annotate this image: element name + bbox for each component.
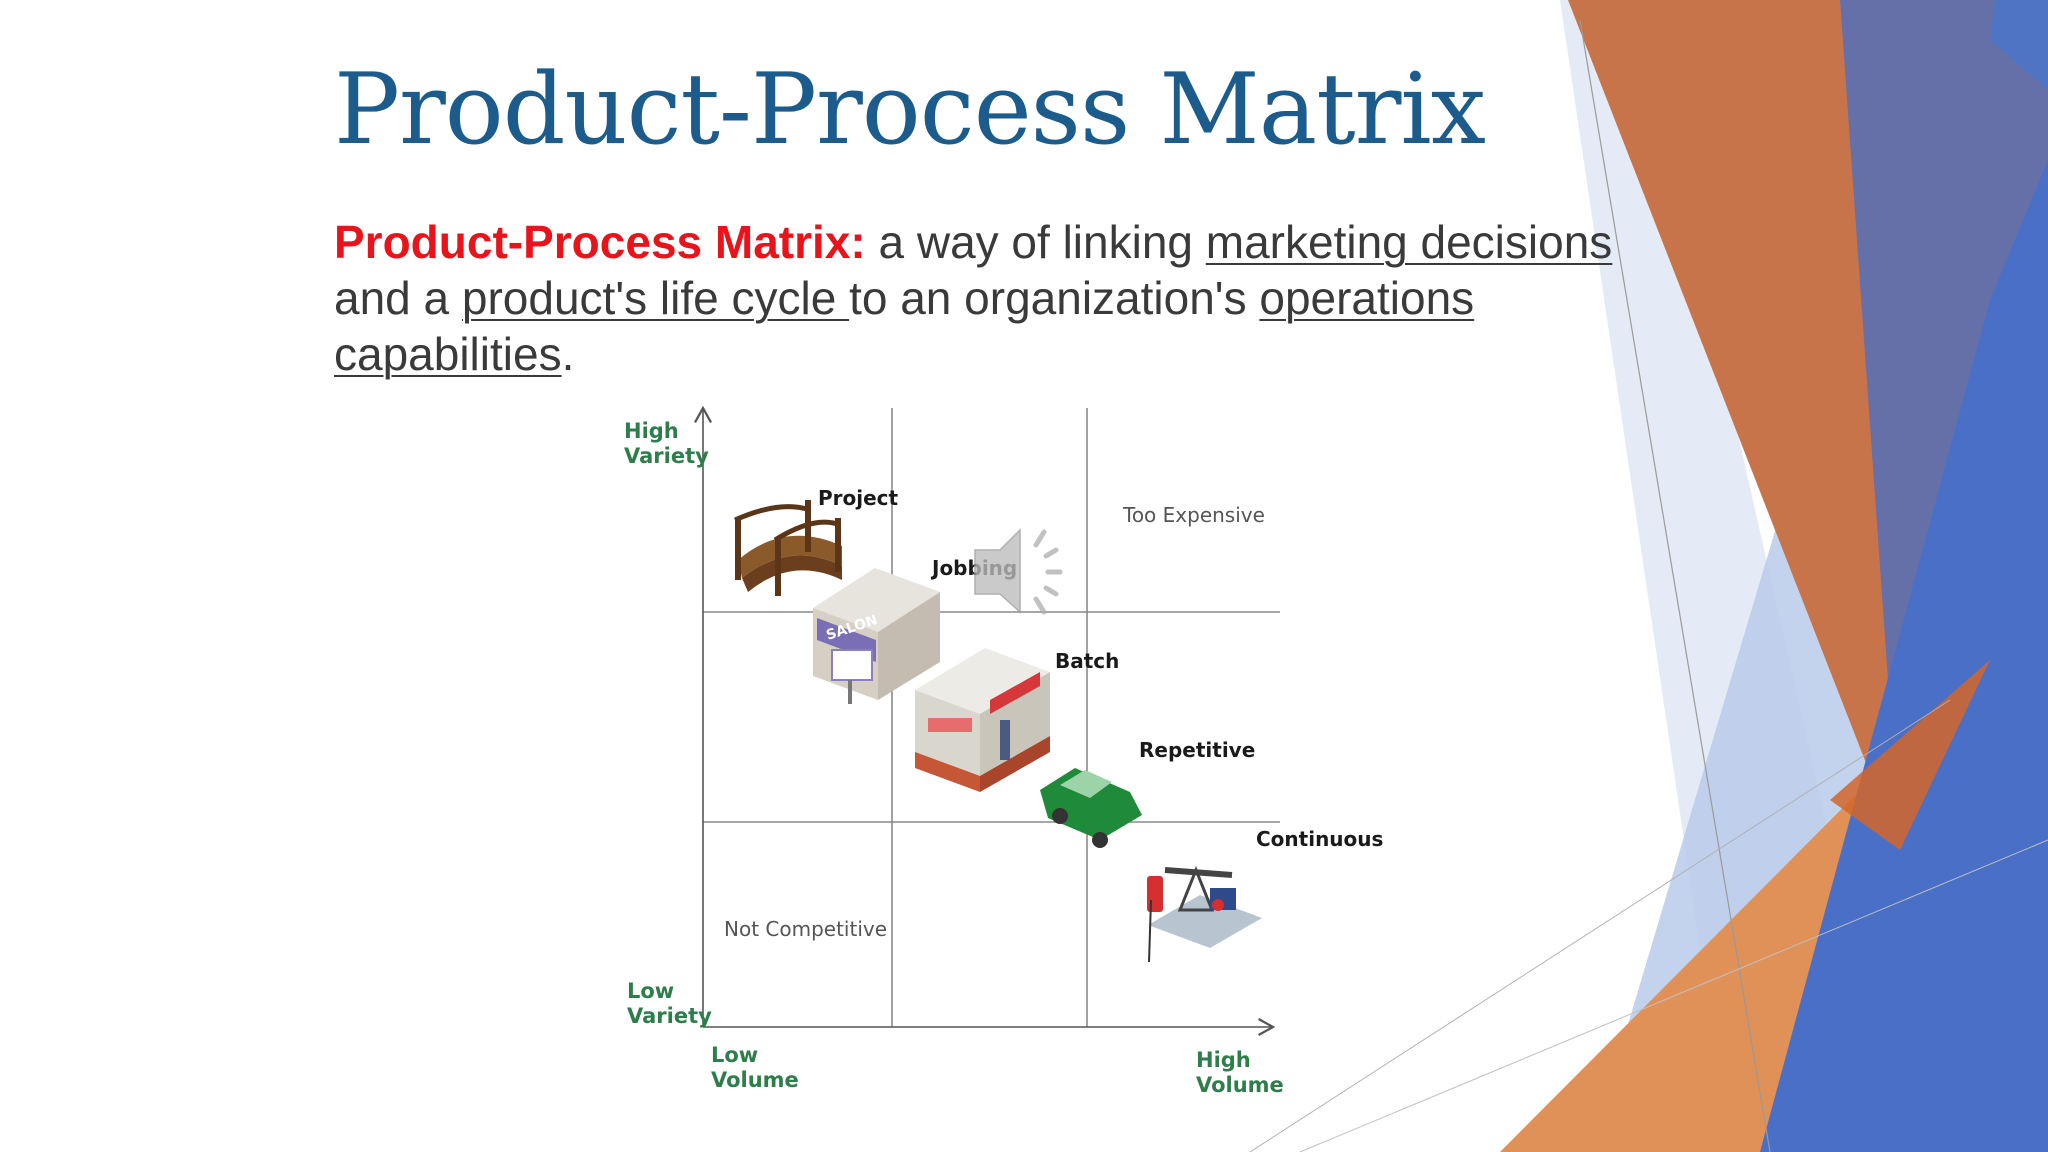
salon-icon: SALON xyxy=(813,568,940,704)
stage-label-batch: Batch xyxy=(1055,649,1119,673)
definition-text: and a xyxy=(334,272,462,324)
definition-term: Product-Process Matrix: xyxy=(334,216,866,268)
stage-label-project: Project xyxy=(818,486,899,510)
y-axis-low-label: Low Variety xyxy=(627,979,712,1028)
too-expensive-label: Too Expensive xyxy=(1122,503,1265,527)
bakery-icon xyxy=(915,648,1050,792)
stage-label-repetitive: Repetitive xyxy=(1139,738,1255,762)
bridge-icon xyxy=(733,500,842,596)
x-axis-low-label: Low Volume xyxy=(711,1043,799,1092)
x-axis-high-line-2: Volume xyxy=(1196,1073,1284,1097)
stage-label-continuous: Continuous xyxy=(1256,827,1383,851)
x-axis-low-line-1: Low xyxy=(711,1043,758,1067)
operations-capabilities-link[interactable]: operations capabilities xyxy=(334,272,1475,380)
oil-pump-icon xyxy=(1147,865,1262,963)
slide-title: Product-Process Matrix xyxy=(334,53,1486,167)
y-axis-high-line-2: Variety xyxy=(624,444,709,468)
y-axis-low-line-1: Low xyxy=(627,979,674,1003)
y-axis-high-label: High Variety xyxy=(624,419,709,468)
definition-text: to an organization's xyxy=(849,272,1260,324)
x-axis-high-line-1: High xyxy=(1196,1048,1251,1072)
speaker-icon[interactable] xyxy=(974,528,1063,615)
definition-text: a way of linking xyxy=(865,216,1206,268)
x-axis-high-label: High Volume xyxy=(1196,1048,1284,1097)
definition-paragraph: Product-Process Matrix: a way of linking… xyxy=(334,214,1664,382)
y-axis-low-line-2: Variety xyxy=(627,1004,712,1028)
y-axis-high-line-1: High xyxy=(624,419,679,443)
definition-text: . xyxy=(561,328,575,380)
product-life-cycle-link[interactable]: product's life cycle xyxy=(461,272,850,324)
not-competitive-label: Not Competitive xyxy=(724,917,887,941)
matrix-grid xyxy=(703,408,1280,1027)
marketing-decisions-link[interactable]: marketing decisions xyxy=(1205,216,1613,268)
x-axis-low-line-2: Volume xyxy=(711,1068,799,1092)
car-icon xyxy=(1040,768,1142,848)
